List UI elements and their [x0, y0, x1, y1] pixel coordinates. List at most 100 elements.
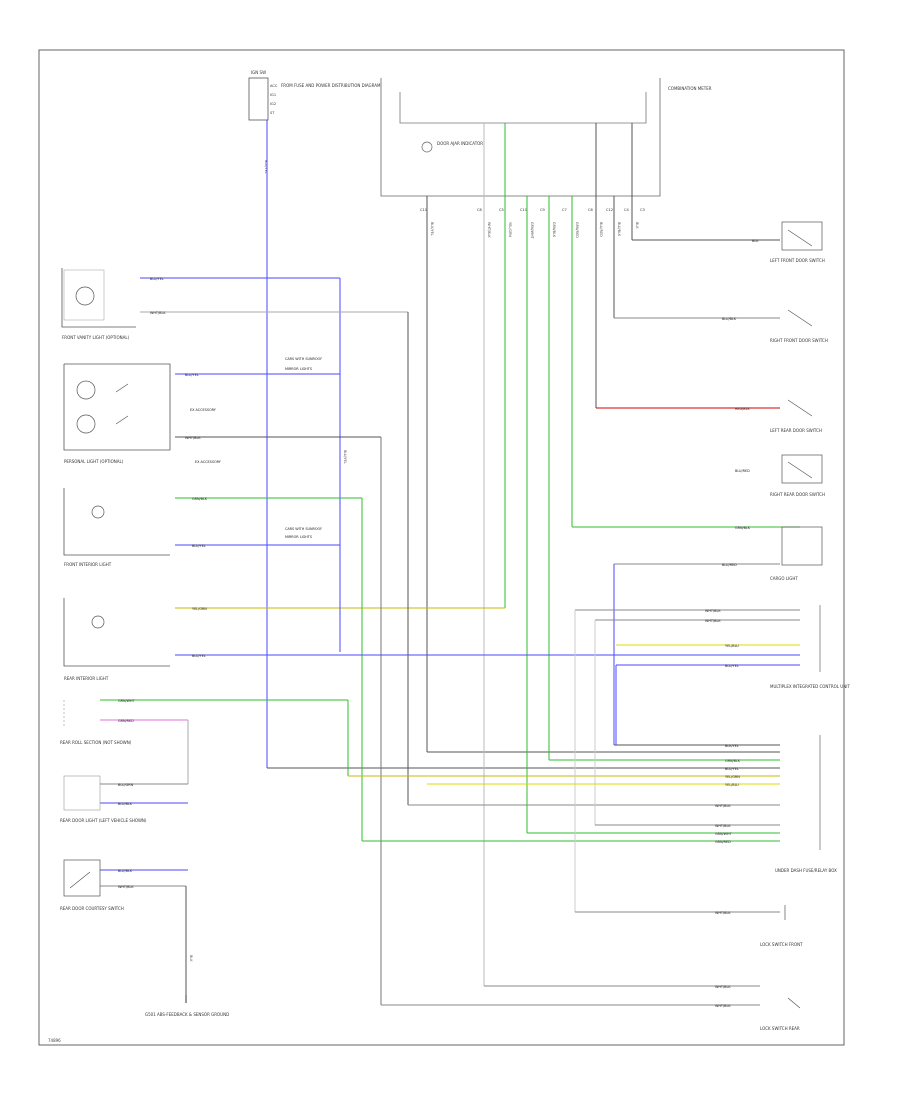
- svg-text:GRN/WHT: GRN/WHT: [118, 699, 136, 703]
- rear-interior-light: REAR INTERIOR LIGHT YEL/GRN BLU/YEL CARS…: [63, 357, 322, 681]
- svg-text:C7: C7: [562, 208, 567, 212]
- under-dash-fuse-box: UNDER DASH FUSE/RELAY BOX BLK/YEL GRN/BL…: [715, 735, 837, 873]
- svg-text:LOCK SWITCH FRONT: LOCK SWITCH FRONT: [760, 942, 803, 947]
- personal-light: PERSONAL LIGHT (OPTIONAL) BLU/YEL WHT/BL…: [63, 363, 222, 464]
- bulb-icon: [91, 505, 105, 519]
- ign-switch-connector: IGN SW ACC IG1 IG2 ST FROM FUSE AND POWE…: [248, 70, 381, 121]
- svg-text:WHT/BLK: WHT/BLK: [487, 222, 491, 238]
- svg-text:BLU/YEL: BLU/YEL: [343, 450, 347, 464]
- cargo-light: CARGO LIGHT GRN/BLK BLU/RED: [722, 526, 823, 581]
- svg-text:YEL/GRN: YEL/GRN: [508, 222, 512, 237]
- svg-text:C12: C12: [606, 208, 613, 212]
- meter-drop-labels: BLK/YEL WHT/BLK YEL/GRN GRN/WHT GRN/BLK …: [343, 222, 639, 464]
- svg-text:CARS WITH SUNROOF: CARS WITH SUNROOF: [285, 357, 322, 361]
- svg-text:C8: C8: [477, 208, 483, 212]
- svg-text:UNDER DASH FUSE/RELAY BOX: UNDER DASH FUSE/RELAY BOX: [775, 868, 837, 873]
- svg-text:GRN/BLK: GRN/BLK: [552, 222, 556, 238]
- svg-text:WHT/BLK: WHT/BLK: [715, 1004, 731, 1008]
- svg-text:WHT/BLK: WHT/BLK: [150, 311, 166, 315]
- svg-text:RED/BLK: RED/BLK: [735, 407, 750, 411]
- svg-text:WHT/BLK: WHT/BLK: [705, 609, 721, 613]
- svg-text:RIGHT FRONT DOOR SWITCH: RIGHT FRONT DOOR SWITCH: [770, 338, 828, 343]
- svg-text:YEL/BLU: YEL/BLU: [725, 783, 739, 787]
- svg-text:GRN/RED: GRN/RED: [715, 840, 731, 844]
- svg-text:GRN/RED: GRN/RED: [118, 719, 134, 723]
- svg-text:C10: C10: [520, 208, 528, 212]
- svg-text:WHT/BLK: WHT/BLK: [715, 985, 731, 989]
- svg-text:BLU/RED: BLU/RED: [599, 222, 603, 237]
- combination-meter: DOOR AJAR INDICATOR COMBINATION METER: [380, 78, 712, 197]
- wires: [100, 120, 800, 1006]
- svg-text:FRONT VANITY LIGHT (OPTIONAL): FRONT VANITY LIGHT (OPTIONAL): [62, 335, 130, 340]
- svg-text:GRN/WHT: GRN/WHT: [715, 832, 733, 836]
- svg-text:WHT/BLK: WHT/BLK: [118, 885, 134, 889]
- svg-text:LEFT REAR DOOR SWITCH: LEFT REAR DOOR SWITCH: [770, 428, 822, 433]
- lock-switch-front: LOCK SWITCH FRONT WHT/BLK: [715, 905, 803, 947]
- right-front-door-switch: RIGHT FRONT DOOR SWITCH BLU/BLK: [722, 309, 828, 343]
- svg-text:LEFT FRONT DOOR SWITCH: LEFT FRONT DOOR SWITCH: [770, 258, 825, 263]
- svg-text:BLU/GRN: BLU/GRN: [118, 783, 134, 787]
- svg-text:C11: C11: [420, 208, 427, 212]
- svg-text:C6: C6: [588, 208, 594, 212]
- multiplex-control-unit: MULTIPLEX INTEGRATED CONTROL UNIT WHT/BL…: [705, 605, 850, 689]
- svg-text:PERSONAL LIGHT (OPTIONAL): PERSONAL LIGHT (OPTIONAL): [64, 459, 124, 464]
- front-interior-light: FRONT INTERIOR LIGHT GRN/BLK BLU/YEL CAR…: [63, 488, 322, 567]
- svg-text:GRN/BLK: GRN/BLK: [735, 526, 751, 530]
- svg-text:REAR DOOR COURTESY SWITCH: REAR DOOR COURTESY SWITCH: [60, 906, 124, 911]
- front-vanity-light: FRONT VANITY LIGHT (OPTIONAL) BLU/YEL WH…: [61, 268, 166, 340]
- svg-text:BLU/YEL: BLU/YEL: [150, 277, 164, 281]
- bulb-icon: [91, 615, 105, 629]
- svg-text:LOCK SWITCH REAR: LOCK SWITCH REAR: [760, 1026, 800, 1031]
- svg-text:DOOR AJAR INDICATOR: DOOR AJAR INDICATOR: [437, 141, 483, 146]
- svg-text:BLU/YEL: BLU/YEL: [192, 654, 206, 658]
- svg-text:BLU/RED: BLU/RED: [722, 563, 737, 567]
- svg-text:YEL/GRN: YEL/GRN: [192, 607, 207, 611]
- left-rear-door-switch: LEFT REAR DOOR SWITCH RED/BLK: [735, 399, 822, 433]
- rear-roll-section: REAR ROLL SECTION (NOT SHOWN) GRN/WHT GR…: [60, 699, 136, 745]
- bulb-icon: [76, 414, 96, 434]
- svg-text:WHT/BLK: WHT/BLK: [705, 619, 721, 623]
- svg-text:REAR DOOR LIGHT (LEFT VEHICLE: REAR DOOR LIGHT (LEFT VEHICLE SHOWN): [60, 818, 147, 823]
- svg-text:WHT/BLK: WHT/BLK: [185, 436, 201, 440]
- svg-text:EX ACCESSORY: EX ACCESSORY: [190, 408, 217, 412]
- svg-text:BLU/BLK: BLU/BLK: [118, 869, 133, 873]
- svg-text:WHT/BLK: WHT/BLK: [715, 824, 731, 828]
- svg-text:BLU/BLK: BLU/BLK: [617, 222, 621, 237]
- svg-text:IG2: IG2: [270, 102, 276, 106]
- svg-text:CARGO LIGHT: CARGO LIGHT: [770, 576, 798, 581]
- svg-text:REAR INTERIOR LIGHT: REAR INTERIOR LIGHT: [64, 676, 109, 681]
- svg-text:EX ACCESSORY: EX ACCESSORY: [195, 460, 222, 464]
- rear-door-light: REAR DOOR LIGHT (LEFT VEHICLE SHOWN) BLU…: [60, 775, 147, 823]
- svg-text:BLK/YEL: BLK/YEL: [430, 222, 434, 236]
- svg-text:WHT/BLK: WHT/BLK: [715, 804, 731, 808]
- bulb-icon: [75, 286, 95, 306]
- svg-text:BLK: BLK: [635, 222, 639, 229]
- svg-text:YEL/BLU: YEL/BLU: [725, 644, 739, 648]
- svg-text:BLK/YEL: BLK/YEL: [725, 744, 739, 748]
- svg-text:FRONT INTERIOR LIGHT: FRONT INTERIOR LIGHT: [64, 562, 112, 567]
- svg-text:BLU/YEL: BLU/YEL: [725, 767, 739, 771]
- svg-text:BLU/YEL: BLU/YEL: [185, 373, 199, 377]
- svg-text:YEL/GRN: YEL/GRN: [725, 775, 740, 779]
- svg-text:BLK: BLK: [752, 239, 759, 243]
- svg-text:C9: C9: [540, 208, 546, 212]
- svg-text:FROM FUSE AND POWER DISTRIBUTI: FROM FUSE AND POWER DISTRIBUTION DIAGRAM: [281, 83, 381, 88]
- bulb-icon: [76, 380, 96, 400]
- svg-text:IGN SW: IGN SW: [251, 70, 266, 75]
- svg-text:GRN/WHT: GRN/WHT: [530, 222, 534, 240]
- svg-text:MIRROR LIGHTS: MIRROR LIGHTS: [285, 535, 312, 539]
- footer-code: 74896: [48, 1038, 61, 1043]
- svg-text:G501 ABS-FEEDBACK & SENSOR GRO: G501 ABS-FEEDBACK & SENSOR GROUND: [145, 1012, 229, 1017]
- svg-text:REAR ROLL SECTION (NOT SHOWN): REAR ROLL SECTION (NOT SHOWN): [60, 740, 132, 745]
- svg-text:BLU/YEL: BLU/YEL: [192, 544, 206, 548]
- svg-text:BLK: BLK: [189, 955, 193, 962]
- lock-switch-rear: LOCK SWITCH REAR WHT/BLK WHT/BLK: [715, 985, 801, 1031]
- svg-text:BLU/BLK: BLU/BLK: [118, 802, 133, 806]
- svg-text:ST: ST: [270, 111, 275, 115]
- svg-text:MIRROR LIGHTS: MIRROR LIGHTS: [285, 367, 312, 371]
- svg-text:ACC: ACC: [270, 84, 278, 88]
- svg-text:GRN/RED: GRN/RED: [575, 222, 579, 238]
- door-ajar-indicator-icon: [421, 141, 433, 153]
- svg-text:WHT/BLK: WHT/BLK: [715, 911, 731, 915]
- svg-text:COMBINATION METER: COMBINATION METER: [668, 86, 712, 91]
